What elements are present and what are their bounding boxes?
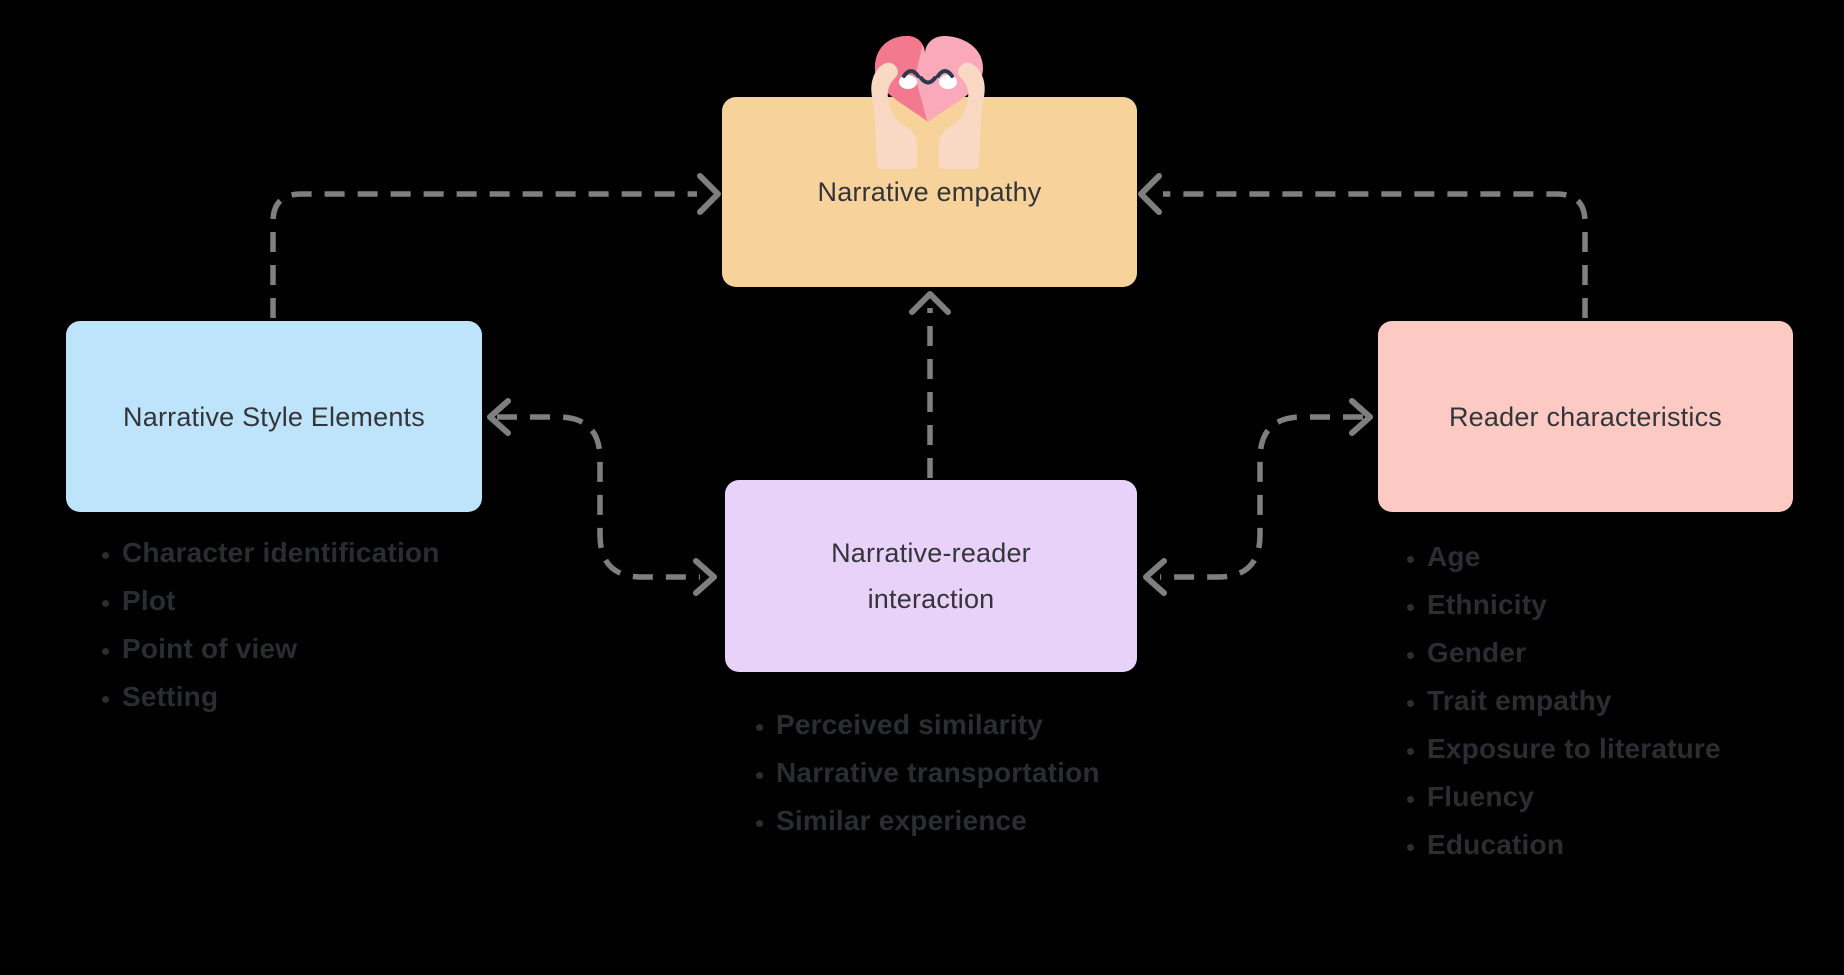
heart-face	[899, 69, 957, 89]
node-narrative-reader-interaction: Narrative-reader interaction	[725, 480, 1137, 672]
right-hand	[939, 62, 985, 169]
node-reader-characteristics: Reader characteristics	[1378, 321, 1793, 512]
list-item: Exposure to literature	[1427, 725, 1844, 773]
list-item: Gender	[1427, 629, 1844, 677]
node-label: Narrative Style Elements	[123, 401, 425, 432]
edge-interaction-to-empathy	[909, 291, 951, 478]
edge-reader-to-empathy	[1138, 173, 1588, 318]
edge-interaction-reader-bidirectional	[1143, 398, 1373, 596]
edge-style-to-empathy	[270, 173, 721, 318]
list-item: Education	[1427, 821, 1844, 869]
heart-in-hands-icon	[871, 36, 985, 169]
node-narrative-empathy: Narrative empathy	[722, 97, 1137, 287]
list-item: Ethnicity	[1427, 581, 1844, 629]
list-item: Character identification	[122, 529, 502, 577]
list-item: Similar experience	[776, 797, 1216, 845]
style-elements-list: Character identificationPlotPoint of vie…	[76, 529, 502, 721]
list-item: Point of view	[122, 625, 502, 673]
node-narrative-style-elements: Narrative Style Elements	[66, 321, 482, 512]
list-item: Fluency	[1427, 773, 1844, 821]
list-item: Perceived similarity	[776, 701, 1216, 749]
left-hand	[871, 62, 917, 169]
reader-characteristics-list: AgeEthnicityGenderTrait empathyExposure …	[1381, 533, 1844, 869]
list-item: Narrative transportation	[776, 749, 1216, 797]
edge-interaction-style-bidirectional	[487, 398, 717, 596]
list-item: Trait empathy	[1427, 677, 1844, 725]
interaction-list: Perceived similarityNarrative transporta…	[730, 701, 1216, 845]
node-label: Narrative empathy	[817, 177, 1042, 207]
node-label: Narrative-reader interaction	[831, 538, 1031, 614]
node-label: Reader characteristics	[1448, 401, 1722, 432]
list-item: Plot	[122, 577, 502, 625]
list-item: Setting	[122, 673, 502, 721]
list-item: Age	[1427, 533, 1844, 581]
